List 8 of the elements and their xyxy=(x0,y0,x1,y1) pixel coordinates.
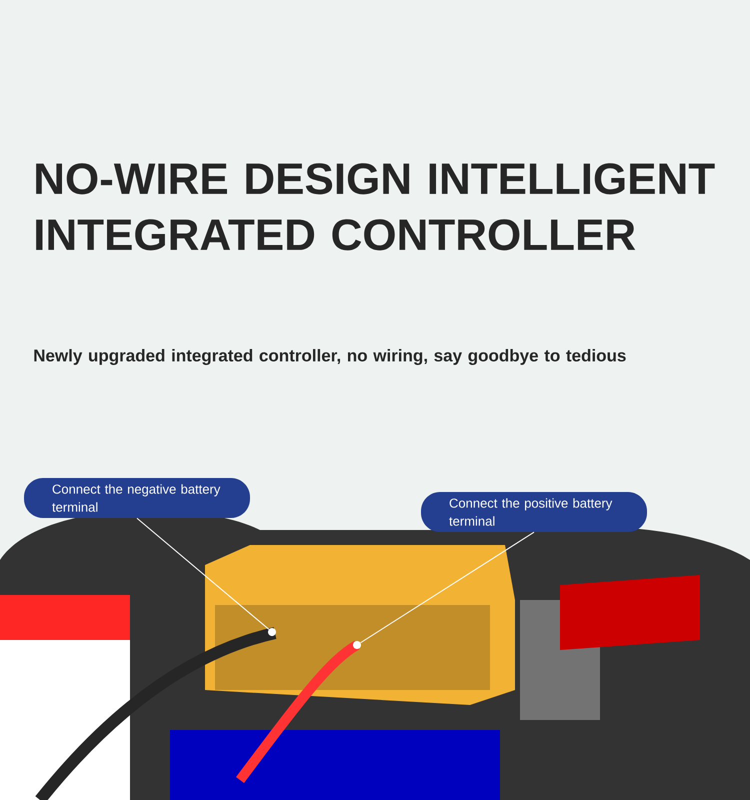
leader-line xyxy=(136,518,270,630)
leader-line xyxy=(360,532,534,644)
callout-label: Connect the positive battery terminal xyxy=(421,492,647,532)
terminal-dot xyxy=(353,641,361,649)
subtitle: Newly upgraded integrated controller, no wiring, say goodbye to tedious xyxy=(34,349,626,365)
terminal-dot xyxy=(268,628,276,636)
callout-label: Connect the negative battery terminal xyxy=(24,478,250,518)
title: NO-WIRE DESIGN INTELLIGENT INTEGRATED CONTROLLER xyxy=(36,163,715,250)
